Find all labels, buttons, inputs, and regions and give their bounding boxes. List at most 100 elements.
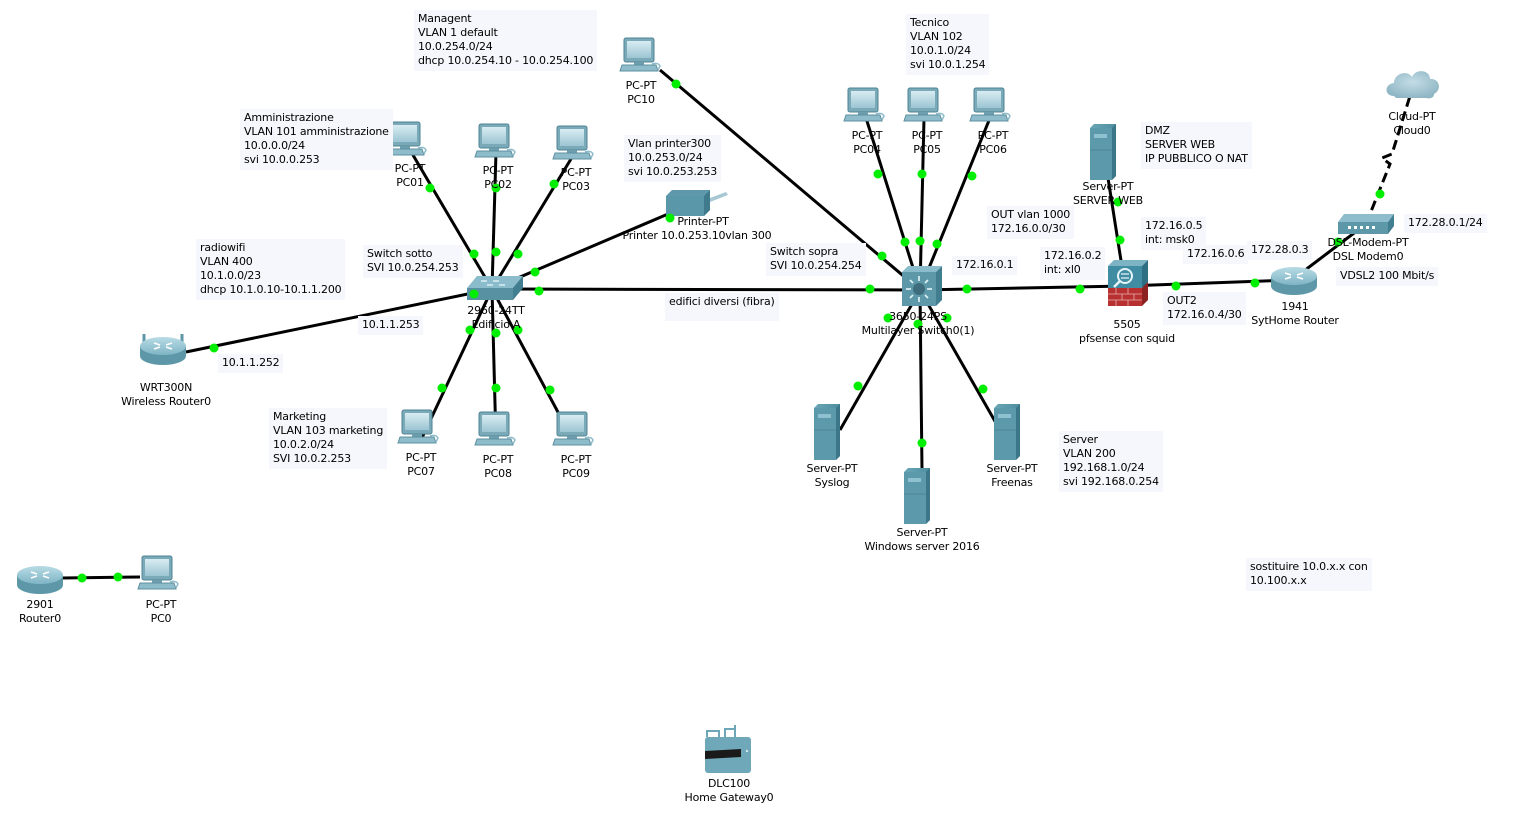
- note-management-vlan: Managent VLAN 1 default 10.0.254.0/24 dh…: [414, 10, 598, 71]
- link-asa-r1941[interactable]: [1124, 278, 1293, 288]
- link-ml3650-pc04[interactable]: [864, 117, 922, 291]
- link-ml3650-pc10[interactable]: [659, 68, 921, 292]
- dsl-modem-name: DSL Modem0: [1332, 250, 1404, 263]
- port-status-pc06-copper: [967, 171, 977, 181]
- server-freenas-icon[interactable]: [993, 403, 1021, 461]
- port-status-sw2960-copper: [465, 325, 475, 335]
- pc08-model: PC-PT: [482, 453, 514, 466]
- pc10-icon[interactable]: [619, 37, 661, 72]
- link-ml3650-freenas[interactable]: [918, 289, 1002, 431]
- pc03-icon[interactable]: [552, 125, 594, 160]
- note-modem-ip: 172.28.0.1/24: [1404, 214, 1487, 233]
- server-syslog-icon[interactable]: [813, 403, 841, 461]
- port-status-ml3650-copper: [915, 236, 925, 246]
- note-multilayer-ip: 172.16.0.1: [952, 256, 1018, 275]
- pc0-icon[interactable]: [137, 555, 179, 590]
- printer-icon[interactable]: [666, 190, 728, 216]
- link-ml3650-asa[interactable]: [919, 284, 1126, 292]
- pc07-icon[interactable]: [397, 409, 439, 444]
- link-sw2960-pc01[interactable]: [408, 149, 494, 290]
- pc04-model: PC-PT: [851, 129, 883, 142]
- link-sw2960-wrt[interactable]: [185, 287, 493, 354]
- server-windows-icon[interactable]: [903, 467, 931, 525]
- note-printer-vlan: Vlan printer300 10.0.253.0/24 svi 10.0.2…: [624, 135, 722, 182]
- port-status-sw2960-copper: [491, 247, 501, 257]
- link-ml3650-pc05[interactable]: [918, 117, 926, 291]
- link-sw2960-pc07[interactable]: [419, 288, 494, 441]
- wireless-router-model: WRT300N: [139, 381, 193, 394]
- cloud-icon[interactable]: [1386, 71, 1439, 99]
- note-radiowifi-vlan: radiowifi VLAN 400 10.1.0.0/23 dhcp 10.1…: [196, 239, 346, 300]
- router-1941-icon[interactable]: [1270, 266, 1318, 296]
- link-r2901-pc0[interactable]: [61, 575, 141, 580]
- link-sw2960-pc03[interactable]: [490, 153, 576, 290]
- port-status-pc10-copper: [671, 79, 681, 89]
- port-status-sw2960-copper: [513, 325, 523, 335]
- note-switch-sopra: Switch sopra SVI 10.0.254.254: [766, 243, 866, 276]
- link-modem-cloud[interactable]: [1364, 95, 1412, 225]
- pc09-icon[interactable]: [552, 411, 594, 446]
- wireless-router-icon[interactable]: [139, 334, 187, 366]
- multilayer-switch-name: Multilayer Switch0(1): [861, 324, 975, 337]
- link-sw2960-pc02[interactable]: [490, 151, 498, 290]
- note-marketing-vlan: Marketing VLAN 103 marketing 10.0.2.0/24…: [269, 408, 388, 469]
- server-freenas-model: Server-PT: [986, 462, 1038, 475]
- firewall-icon[interactable]: [1108, 260, 1148, 306]
- port-status-pc02-copper: [491, 183, 501, 193]
- link-ml3650-pc06[interactable]: [918, 117, 992, 291]
- note-sostituire: sostituire 10.0.x.x con 10.100.x.x: [1246, 558, 1372, 591]
- multilayer-switch-model: 3650-24PS: [889, 310, 947, 323]
- pc02-icon[interactable]: [474, 123, 516, 158]
- router-2901-icon[interactable]: [16, 565, 64, 595]
- note-vdsl: VDSL2 100 Mbit/s: [1336, 267, 1439, 286]
- switch-2960-icon[interactable]: [467, 276, 523, 300]
- multilayer-switch-icon[interactable]: [902, 266, 942, 306]
- home-gateway-icon[interactable]: [705, 725, 751, 773]
- links-layer: [61, 68, 1412, 580]
- port-status-modem-serial: [1375, 189, 1385, 199]
- pc06-model: PC-PT: [977, 129, 1009, 142]
- port-status-pc08-copper: [491, 383, 501, 393]
- port-status-pc0-copper: [113, 572, 123, 582]
- port-status-r1941-copper: [1250, 278, 1260, 288]
- port-status-winsrv-copper: [917, 438, 927, 448]
- cloud-model: Cloud-PT: [1388, 110, 1436, 123]
- link-ml3650-syslog[interactable]: [838, 289, 922, 431]
- pc04-icon[interactable]: [843, 87, 885, 122]
- pc08-icon[interactable]: [474, 411, 516, 446]
- link-sw2960-ml3650[interactable]: [491, 287, 921, 292]
- dsl-modem-icon[interactable]: [1338, 214, 1394, 234]
- note-server-vlan: Server VLAN 200 192.168.1.0/24 svi 192.1…: [1059, 431, 1163, 492]
- port-status-sw2960-copper: [530, 267, 540, 277]
- pc06-icon[interactable]: [969, 87, 1011, 122]
- port-status-pc04-copper: [873, 169, 883, 179]
- pc05-icon[interactable]: [903, 87, 945, 122]
- server-web-icon[interactable]: [1089, 123, 1117, 181]
